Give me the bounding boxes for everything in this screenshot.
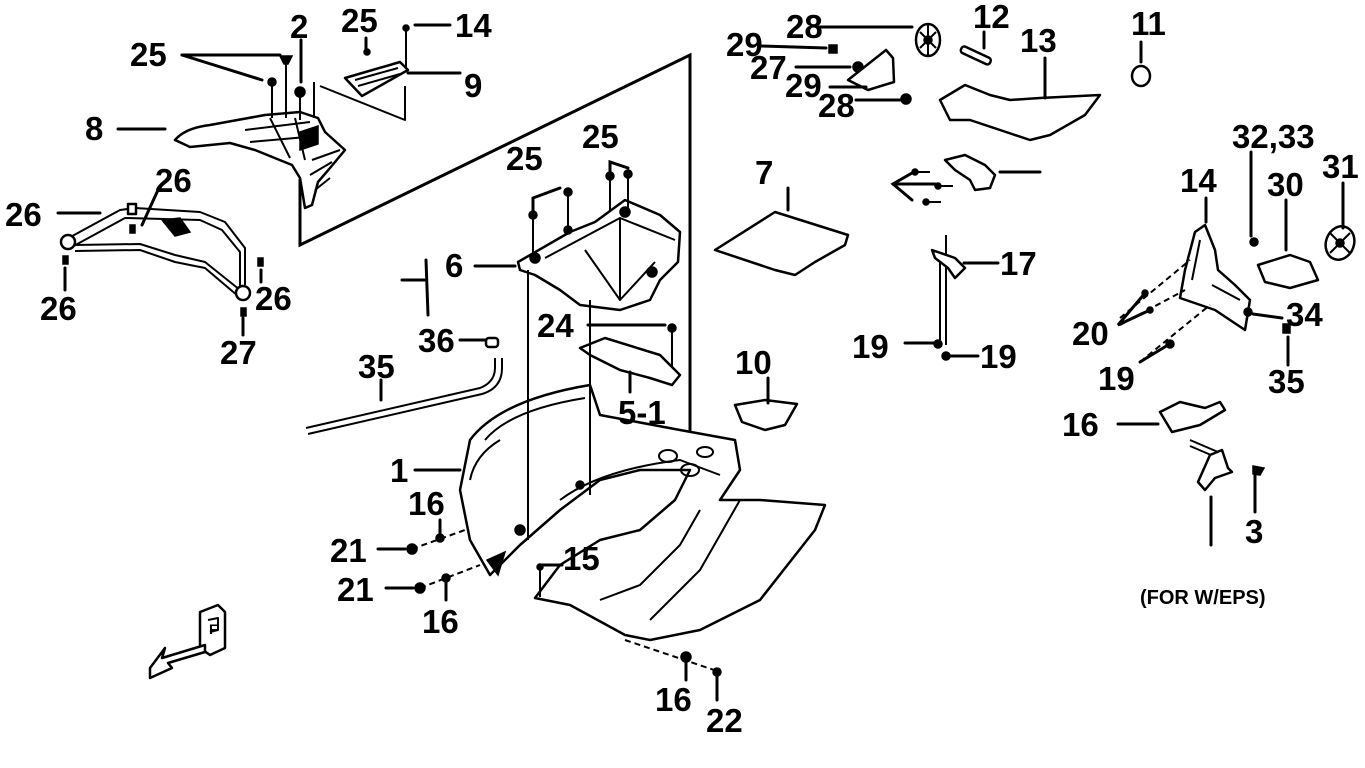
part-undercover bbox=[938, 83, 1102, 142]
part-eps-bracket-36 bbox=[1189, 439, 1234, 492]
callout-leaders bbox=[56, 23, 1345, 702]
fasteners-left bbox=[406, 529, 544, 597]
callout-label: 5-1 bbox=[618, 394, 666, 431]
part-frame-pipe bbox=[59, 202, 264, 317]
callout-label: 14 bbox=[1180, 162, 1217, 199]
part-hose bbox=[305, 358, 503, 435]
callout-label: 30 bbox=[1267, 166, 1304, 203]
callout-label: 21 bbox=[337, 571, 374, 608]
callout-label: 16 bbox=[655, 681, 692, 718]
callout-label: 3 bbox=[1245, 513, 1263, 550]
callout-label: 32,33 bbox=[1232, 118, 1315, 155]
part-reflector-right bbox=[1324, 225, 1356, 261]
callout-label: 12 bbox=[973, 0, 1010, 35]
callout-label: 25 bbox=[341, 2, 378, 39]
eps-note: (FOR W/EPS) bbox=[1140, 587, 1266, 609]
part-rear-fender bbox=[458, 383, 827, 642]
callout-label: 16 bbox=[1062, 406, 1099, 443]
callout-label: 34 bbox=[1286, 296, 1323, 333]
callout-label: 19 bbox=[1098, 360, 1135, 397]
part-rear-carrier bbox=[173, 110, 347, 210]
part-nut-26-mid bbox=[900, 93, 912, 105]
callout-labels: 25 2 25 14 9 8 26 26 26 26 27 36 35 6 25… bbox=[5, 0, 1359, 739]
callout-label: 15 bbox=[563, 540, 600, 577]
callout-label: 26 bbox=[255, 280, 292, 317]
fasteners-bottom bbox=[624, 639, 722, 677]
part-rod-13 bbox=[930, 235, 967, 361]
callout-label: 16 bbox=[422, 603, 459, 640]
callout-label: 19 bbox=[852, 328, 889, 365]
callout-label: 35 bbox=[358, 348, 395, 385]
part-nut-26-right-bottom bbox=[1243, 307, 1253, 317]
part-nut-26-right-top bbox=[1249, 237, 1259, 247]
part-o-ring bbox=[1130, 64, 1152, 88]
callout-label: 8 bbox=[85, 110, 103, 147]
callout-label: 26 bbox=[5, 196, 42, 233]
callout-label: 29 bbox=[785, 67, 822, 104]
callout-label: 11 bbox=[1131, 5, 1166, 42]
callout-label: 31 bbox=[1322, 148, 1359, 185]
callout-label: 7 bbox=[755, 154, 773, 191]
part-bracket-4 bbox=[578, 323, 682, 387]
callout-label: 9 bbox=[464, 67, 482, 104]
callout-label: 2 bbox=[290, 8, 308, 45]
part-clip bbox=[484, 336, 500, 349]
part-storage-lid bbox=[713, 210, 850, 277]
callout-label: 26 bbox=[40, 290, 77, 327]
front-indicator-letter: F bbox=[209, 621, 218, 637]
callout-label: 27 bbox=[220, 334, 257, 371]
part-emblem bbox=[733, 398, 799, 432]
callout-label: 13 bbox=[1020, 22, 1057, 59]
callout-label: 25 bbox=[130, 36, 167, 73]
part-band bbox=[424, 258, 430, 317]
part-screw-29-top bbox=[828, 44, 838, 54]
fastener-22-2 bbox=[267, 55, 315, 120]
part-pin bbox=[959, 45, 993, 66]
callout-label: 26 bbox=[155, 162, 192, 199]
part-bracket-12 bbox=[1158, 400, 1227, 434]
part-storage-box bbox=[516, 169, 682, 312]
callout-label: 36 bbox=[418, 322, 455, 359]
callout-label: 22 bbox=[706, 702, 743, 739]
callout-label: 6 bbox=[445, 247, 463, 284]
callout-label: 24 bbox=[537, 307, 574, 344]
callout-label: 10 bbox=[735, 344, 772, 381]
callout-label: 1 bbox=[390, 452, 408, 489]
callout-label: 14 bbox=[455, 7, 492, 44]
callout-label: 16 bbox=[408, 485, 445, 522]
callout-label: 29 bbox=[726, 26, 763, 63]
callout-label: 17 bbox=[1000, 245, 1037, 282]
callout-label: 20 bbox=[1072, 315, 1109, 352]
part-reflector-top bbox=[914, 22, 942, 58]
callout-label: 25 bbox=[582, 118, 619, 155]
part-stay-10 bbox=[1119, 223, 1252, 363]
callout-label: 28 bbox=[786, 8, 823, 45]
part-bracket-34 bbox=[943, 153, 997, 192]
callout-label: 25 bbox=[506, 140, 543, 177]
callout-label: 21 bbox=[330, 532, 367, 569]
part-screw-29-right bbox=[1282, 323, 1291, 334]
part-bolt-3 bbox=[1252, 465, 1266, 514]
callout-label: 27 bbox=[750, 49, 787, 86]
part-reflector-bracket-right bbox=[1256, 253, 1320, 290]
part-screws-35 bbox=[911, 168, 953, 206]
callout-label: 35 bbox=[1268, 363, 1305, 400]
callout-label: 19 bbox=[980, 338, 1017, 375]
callout-label: 28 bbox=[818, 87, 855, 124]
front-direction-arrow bbox=[148, 603, 227, 680]
